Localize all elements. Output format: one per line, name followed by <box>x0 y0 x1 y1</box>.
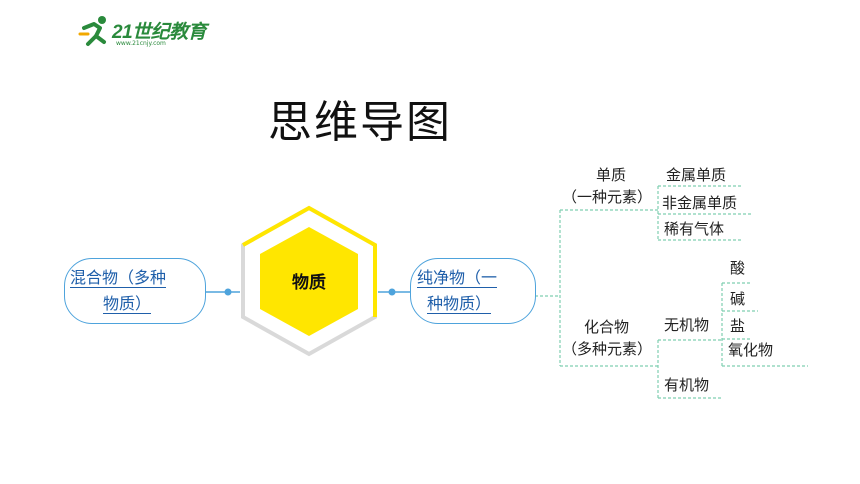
inorganic-child-acid: 酸 <box>730 259 746 277</box>
pure-label-line1: 纯净物（一 <box>417 268 498 288</box>
pure-substance-node: 纯净物（一 种物质） <box>410 258 536 324</box>
page-title: 思维导图 <box>268 97 452 148</box>
logo-url: www.21cnjy.com <box>116 40 166 47</box>
simple-substance-note: （一种元素） <box>562 188 653 206</box>
organic-label: 有机物 <box>664 376 710 394</box>
center-label: 物质 <box>292 273 326 293</box>
mixture-node: 混合物（多种 物质） <box>64 258 206 324</box>
compound-note: （多种元素） <box>562 340 653 358</box>
logo: 21世纪教育 www.21cnjy.com <box>78 14 207 50</box>
inorganic-label: 无机物 <box>664 316 710 334</box>
center-hexagon <box>241 205 377 357</box>
inorganic-child-oxide: 氧化物 <box>728 341 774 359</box>
compound-label: 化合物 <box>584 318 630 336</box>
simple-substance-label: 单质 <box>596 166 627 184</box>
simple-child-2: 非金属单质 <box>662 194 738 212</box>
logo-text: 21世纪教育 <box>112 22 207 43</box>
running-person-icon <box>78 16 106 46</box>
inorganic-child-salt: 盐 <box>730 317 746 335</box>
mixture-label-line2: 物质） <box>103 294 152 314</box>
simple-child-1: 金属单质 <box>666 166 727 184</box>
mixture-label-line1: 混合物（多种 <box>70 268 167 288</box>
pure-label-line2: 种物质） <box>427 294 492 314</box>
simple-child-3: 稀有气体 <box>664 220 725 238</box>
inorganic-child-base: 碱 <box>730 290 746 308</box>
